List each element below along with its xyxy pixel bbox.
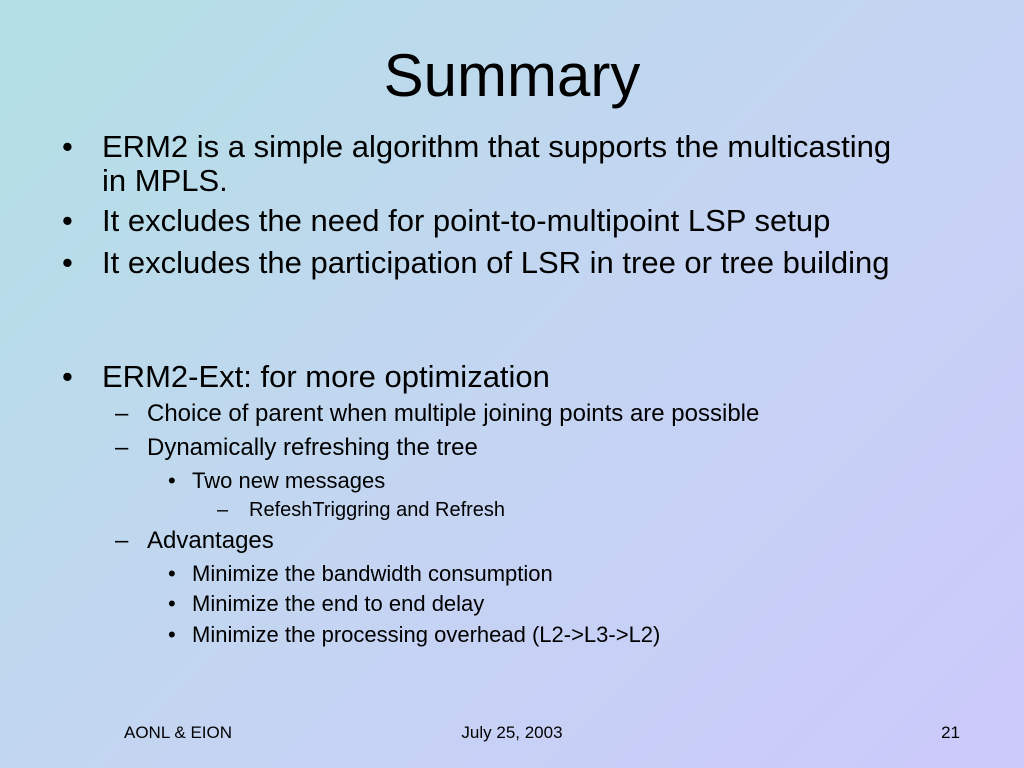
sub-bullet-marker: –: [115, 527, 129, 554]
sub-sub-bullet-marker: •: [168, 622, 176, 647]
sub-sub-bullet-item: • Minimize the end to end delay: [168, 591, 952, 617]
bullet-marker: •: [62, 203, 73, 238]
level4-bullet-item: – RefeshTriggring and Refresh: [217, 498, 949, 522]
bullet-item: • It excludes the need for point-to-mult…: [62, 203, 922, 238]
sub-sub-bullet-marker: •: [168, 561, 176, 586]
sub-sub-bullet-text: Minimize the bandwidth consumption: [192, 561, 553, 586]
sub-bullet-item: – Choice of parent when multiple joining…: [115, 400, 947, 428]
bullet-marker: •: [62, 129, 73, 164]
sub-bullet-marker: –: [115, 434, 129, 461]
sub-bullet-marker: –: [115, 400, 129, 427]
footer-page-number: 21: [941, 723, 960, 742]
sub-bullet-text: Advantages: [147, 527, 274, 554]
footer-left: AONL & EION: [124, 723, 233, 742]
sub-sub-bullet-item: • Minimize the bandwidth consumption: [168, 561, 952, 587]
sub-sub-bullet-marker: •: [168, 468, 176, 493]
sub-sub-bullet-item: • Minimize the processing overhead (L2->…: [168, 622, 952, 648]
level4-bullet-text: RefeshTriggring and Refresh: [249, 499, 506, 521]
bullet-item: • It excludes the participation of LSR i…: [62, 245, 922, 280]
level4-bullet-marker: –: [217, 499, 229, 521]
slide-content: • ERM2 is a simple algorithm that suppor…: [62, 129, 952, 648]
sub-bullet-item: – Advantages: [115, 527, 947, 555]
bullet-marker: •: [62, 359, 73, 394]
sub-sub-bullet-text: Two new messages: [192, 468, 386, 493]
sub-bullet-text: Dynamically refreshing the tree: [147, 434, 478, 461]
sub-sub-bullet-item: • Two new messages: [168, 468, 952, 494]
bullet-marker: •: [62, 245, 73, 280]
sub-sub-bullet-text: Minimize the processing overhead (L2->L3…: [192, 622, 661, 647]
bullet-text: It excludes the need for point-to-multip…: [102, 203, 831, 238]
sub-bullet-item: – Dynamically refreshing the tree: [115, 434, 947, 462]
bullet-text: ERM2-Ext: for more optimization: [102, 359, 550, 394]
bullet-item: • ERM2-Ext: for more optimization: [62, 359, 922, 394]
footer-date: July 25, 2003: [461, 723, 563, 742]
bullet-text: ERM2 is a simple algorithm that supports…: [102, 129, 892, 198]
sub-bullet-text: Choice of parent when multiple joining p…: [147, 400, 760, 427]
sub-sub-bullet-text: Minimize the end to end delay: [192, 591, 485, 616]
sub-sub-bullet-marker: •: [168, 591, 176, 616]
bullet-item: • ERM2 is a simple algorithm that suppor…: [62, 129, 922, 198]
slide-title: Summary: [383, 42, 641, 109]
bullet-text: It excludes the participation of LSR in …: [102, 245, 890, 280]
